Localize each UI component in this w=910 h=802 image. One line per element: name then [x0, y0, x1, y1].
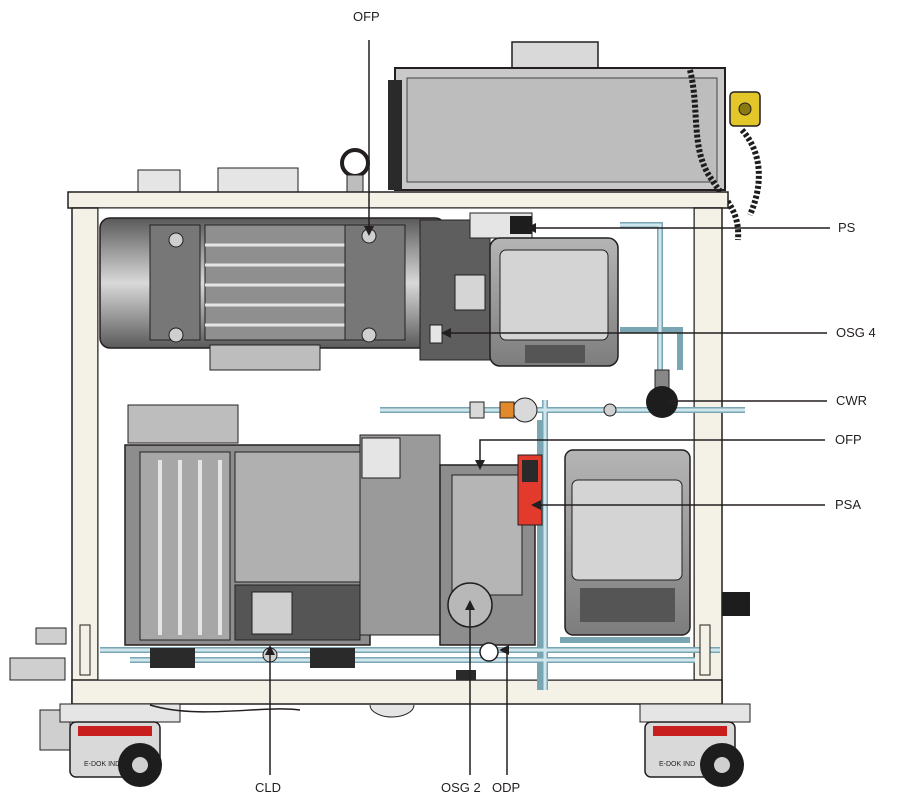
wheel-plate-left: E-DOK IND	[84, 761, 120, 768]
drain-piping	[149, 704, 415, 718]
cwr-valve	[469, 369, 678, 423]
label-osg2: OSG 2	[441, 780, 481, 795]
lower-pump	[124, 404, 441, 668]
label-ps: PS	[838, 220, 856, 235]
label-odp: ODP	[492, 780, 521, 795]
wheel-plate-right: E-DOK IND	[659, 761, 695, 768]
label-ofp-right: OFP	[835, 432, 862, 447]
gear-box	[439, 454, 543, 680]
label-ofp-top: OFP	[353, 9, 380, 24]
caster-right	[639, 703, 751, 787]
top-ports	[137, 148, 370, 194]
label-cld: CLD	[255, 780, 282, 795]
upper-motor-box	[489, 237, 619, 367]
water-pipes-highlight	[100, 223, 745, 690]
leader-lines	[269, 40, 830, 775]
control-box	[388, 41, 762, 241]
label-psa: PSA	[835, 497, 862, 512]
upper-pump	[99, 212, 533, 371]
leader-arrowheads	[265, 223, 676, 655]
label-cwr: CWR	[836, 393, 868, 408]
caster-left	[59, 703, 181, 787]
label-osg4: OSG 4	[836, 325, 876, 340]
inlet-fittings	[9, 627, 71, 751]
